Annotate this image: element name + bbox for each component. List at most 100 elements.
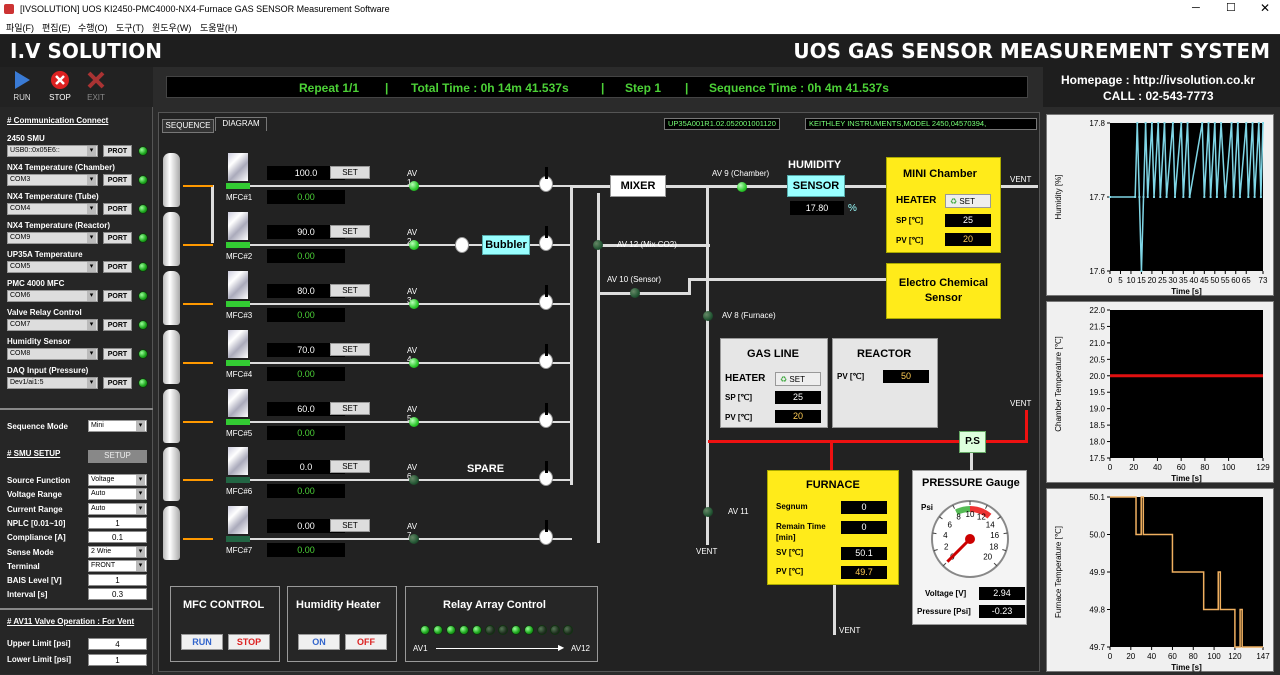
data-point: [1230, 122, 1233, 124]
comm-port-select[interactable]: COM6: [7, 290, 98, 302]
sequence-mode-select[interactable]: Mini: [88, 420, 147, 432]
mfc-valve[interactable]: [409, 475, 419, 485]
av10-valve[interactable]: [630, 288, 640, 298]
comm-port-select[interactable]: COM4: [7, 203, 98, 215]
exit-button[interactable]: EXIT: [76, 69, 116, 102]
port-button[interactable]: PORT: [103, 174, 132, 186]
menu-window[interactable]: 윈도우(W): [152, 23, 192, 33]
av12-valve[interactable]: [593, 240, 603, 250]
smu-setting-select[interactable]: Auto: [88, 488, 147, 501]
port-button[interactable]: PORT: [103, 290, 132, 302]
comm-port-select[interactable]: COM5: [7, 261, 98, 273]
relay-led[interactable]: [537, 625, 547, 635]
mfc-status-bar: [226, 242, 250, 248]
comm-port-select[interactable]: COM7: [7, 319, 98, 331]
mfc-valve[interactable]: [409, 240, 419, 250]
relay-led[interactable]: [446, 625, 456, 635]
mfc-set-button[interactable]: SET: [330, 519, 370, 532]
port-button[interactable]: PORT: [103, 261, 132, 273]
minimize-icon[interactable]: ─: [1192, 2, 1200, 14]
humidity-on-button[interactable]: ON: [298, 634, 340, 650]
av9-label: AV 9 (Chamber): [712, 169, 770, 178]
run-label: RUN: [13, 93, 31, 102]
mfc-setpoint[interactable]: 0.0: [267, 460, 345, 474]
run-button[interactable]: RUN: [2, 69, 42, 102]
smu-setting-select[interactable]: Auto: [88, 502, 147, 515]
smu-setting-select[interactable]: Voltage: [88, 474, 147, 486]
smu-setting-input[interactable]: 0.3: [88, 588, 147, 601]
comm-port-select[interactable]: Dev1/ai1:5: [7, 377, 98, 389]
relay-led[interactable]: [420, 625, 430, 635]
mini-heater-set-button[interactable]: ♻ SET: [945, 194, 991, 208]
stop-button[interactable]: STOP: [40, 69, 80, 102]
mfc-set-button[interactable]: SET: [330, 343, 370, 356]
tab-sequence[interactable]: SEQUENCE: [162, 119, 214, 133]
mfc-valve[interactable]: [409, 181, 419, 191]
gas-cylinder-icon: [163, 330, 180, 384]
tab-diagram[interactable]: DIAGRAM: [215, 117, 267, 131]
smu-setup-button[interactable]: SETUP: [88, 450, 147, 463]
comm-label: PMC 4000 MFC: [7, 279, 65, 288]
mfc-stop-button[interactable]: STOP: [228, 634, 270, 650]
close-icon[interactable]: ✕: [1260, 1, 1271, 15]
lower-limit-input[interactable]: 1: [88, 654, 147, 666]
mfc-set-button[interactable]: SET: [330, 166, 370, 179]
humidity-off-button[interactable]: OFF: [345, 634, 387, 650]
menu-tools[interactable]: 도구(T): [116, 23, 145, 33]
data-point: [1186, 122, 1189, 124]
port-button[interactable]: PROT: [103, 145, 132, 157]
smu-setting-select[interactable]: FRONT: [88, 559, 147, 572]
mfc-setpoint[interactable]: 70.0: [267, 343, 345, 357]
av11-valve[interactable]: [703, 507, 713, 517]
relay-led[interactable]: [459, 625, 469, 635]
data-point: [1150, 122, 1153, 124]
smu-setting-input[interactable]: 0.1: [88, 531, 147, 544]
port-button[interactable]: PORT: [103, 203, 132, 215]
mfc-setpoint[interactable]: 80.0: [267, 284, 345, 298]
smu-setting-select[interactable]: 2 Wrie: [88, 545, 147, 558]
av9-valve[interactable]: [737, 182, 747, 192]
upper-limit-input[interactable]: 4: [88, 638, 147, 650]
relay-led[interactable]: [433, 625, 443, 635]
mfc-valve[interactable]: [409, 358, 419, 368]
mfc-valve[interactable]: [409, 299, 419, 309]
menu-run[interactable]: 수행(O): [78, 23, 108, 33]
maximize-icon[interactable]: ☐: [1226, 2, 1236, 14]
menu-file[interactable]: 파일(F): [6, 23, 35, 33]
mfc-set-button[interactable]: SET: [330, 284, 370, 297]
av8-valve[interactable]: [703, 311, 713, 321]
relay-led[interactable]: [472, 625, 482, 635]
menu-help[interactable]: 도움말(H): [200, 23, 238, 33]
system-title: UOS GAS SENSOR MEASUREMENT SYSTEM: [793, 39, 1270, 63]
port-button[interactable]: PORT: [103, 232, 132, 244]
relay-led[interactable]: [498, 625, 508, 635]
mfc-set-button[interactable]: SET: [330, 460, 370, 473]
smu-setting-input[interactable]: 1: [88, 574, 147, 587]
menu-edit[interactable]: 편집(E): [42, 23, 71, 33]
mfc-setpoint[interactable]: 100.0: [267, 166, 345, 180]
humidity-heater-title: Humidity Heater: [296, 599, 381, 611]
mfc-setpoint[interactable]: 60.0: [267, 402, 345, 416]
mfc-valve[interactable]: [409, 417, 419, 427]
smu-setting-input[interactable]: 1: [88, 516, 147, 529]
port-button[interactable]: PORT: [103, 348, 132, 360]
mfc-valve[interactable]: [409, 534, 419, 544]
relay-led[interactable]: [485, 625, 495, 635]
gas-line-set-button[interactable]: ♻ SET: [775, 372, 821, 386]
comm-port-select[interactable]: USB0::0x05E6::: [7, 145, 98, 157]
mfc-setpoint[interactable]: 0.00: [267, 519, 345, 533]
mfc-set-button[interactable]: SET: [330, 402, 370, 415]
mfc-set-button[interactable]: SET: [330, 225, 370, 238]
data-point: [1213, 122, 1216, 124]
port-button[interactable]: PORT: [103, 377, 132, 389]
relay-led[interactable]: [524, 625, 534, 635]
relay-led[interactable]: [511, 625, 521, 635]
comm-port-select[interactable]: COM9: [7, 232, 98, 244]
port-button[interactable]: PORT: [103, 319, 132, 331]
mfc-setpoint[interactable]: 90.0: [267, 225, 345, 239]
mfc-run-button[interactable]: RUN: [181, 634, 223, 650]
comm-port-select[interactable]: COM8: [7, 348, 98, 360]
relay-led[interactable]: [550, 625, 560, 635]
comm-port-select[interactable]: COM3: [7, 174, 98, 186]
relay-led[interactable]: [563, 625, 573, 635]
